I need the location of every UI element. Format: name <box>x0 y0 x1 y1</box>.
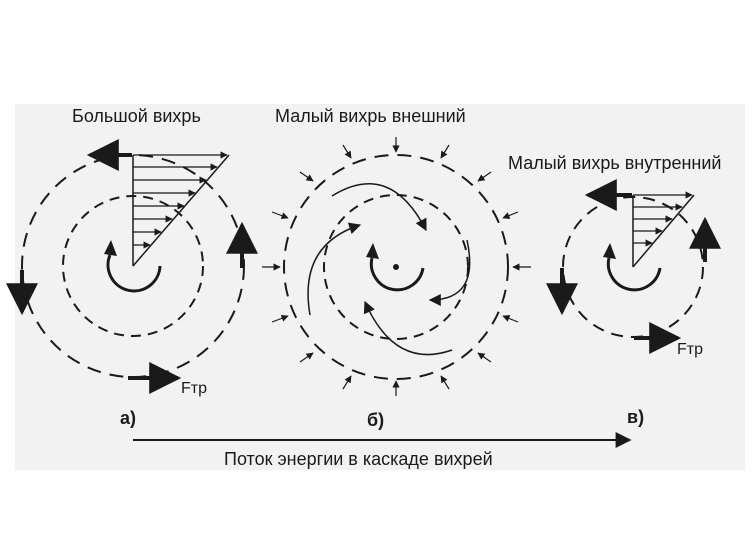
flow-arrow-left <box>307 222 362 316</box>
core-rotation-arrowhead <box>104 240 117 256</box>
subfigure-label-c: в) <box>627 407 645 427</box>
velocity-profile-arrows <box>133 151 228 249</box>
friction-force-label-c: Fтр <box>677 341 703 358</box>
inner-small-vortex-diagram <box>546 179 721 354</box>
core-rotation-arrowhead <box>603 243 616 259</box>
outer-small-vortex-diagram <box>262 137 531 396</box>
large-vortex-title: Большой вихрь <box>72 106 201 126</box>
velocity-profile-arrows <box>633 191 693 247</box>
flow-arrow-bottom <box>363 300 453 356</box>
subfigure-label-b: б) <box>367 410 385 430</box>
inward-pressure-arrows <box>262 137 531 396</box>
core-rotation-arrowhead <box>366 243 379 259</box>
flow-arrow-right <box>428 239 471 306</box>
outer-dashed-ring <box>283 154 509 380</box>
friction-force-label-a: Fтр <box>181 380 207 397</box>
velocity-profile-hypotenuse <box>632 194 695 268</box>
subfigure-label-a: а) <box>120 408 137 428</box>
large-vortex-diagram <box>6 139 258 394</box>
core-rotation-arc <box>369 257 425 292</box>
core-rotation-arc <box>606 257 662 292</box>
velocity-profile-hypotenuse <box>132 154 230 267</box>
flow-arrow-top <box>331 183 427 232</box>
inner-small-vortex-title: Малый вихрь внутренний <box>508 153 722 173</box>
energy-flow-label: Поток энергии в каскаде вихрей <box>224 449 493 469</box>
inner-dashed-ring <box>323 194 469 340</box>
outer-small-vortex-title: Малый вихрь внешний <box>275 106 466 126</box>
vortex-center-dot <box>393 264 399 270</box>
core-rotation-arc <box>106 254 162 293</box>
